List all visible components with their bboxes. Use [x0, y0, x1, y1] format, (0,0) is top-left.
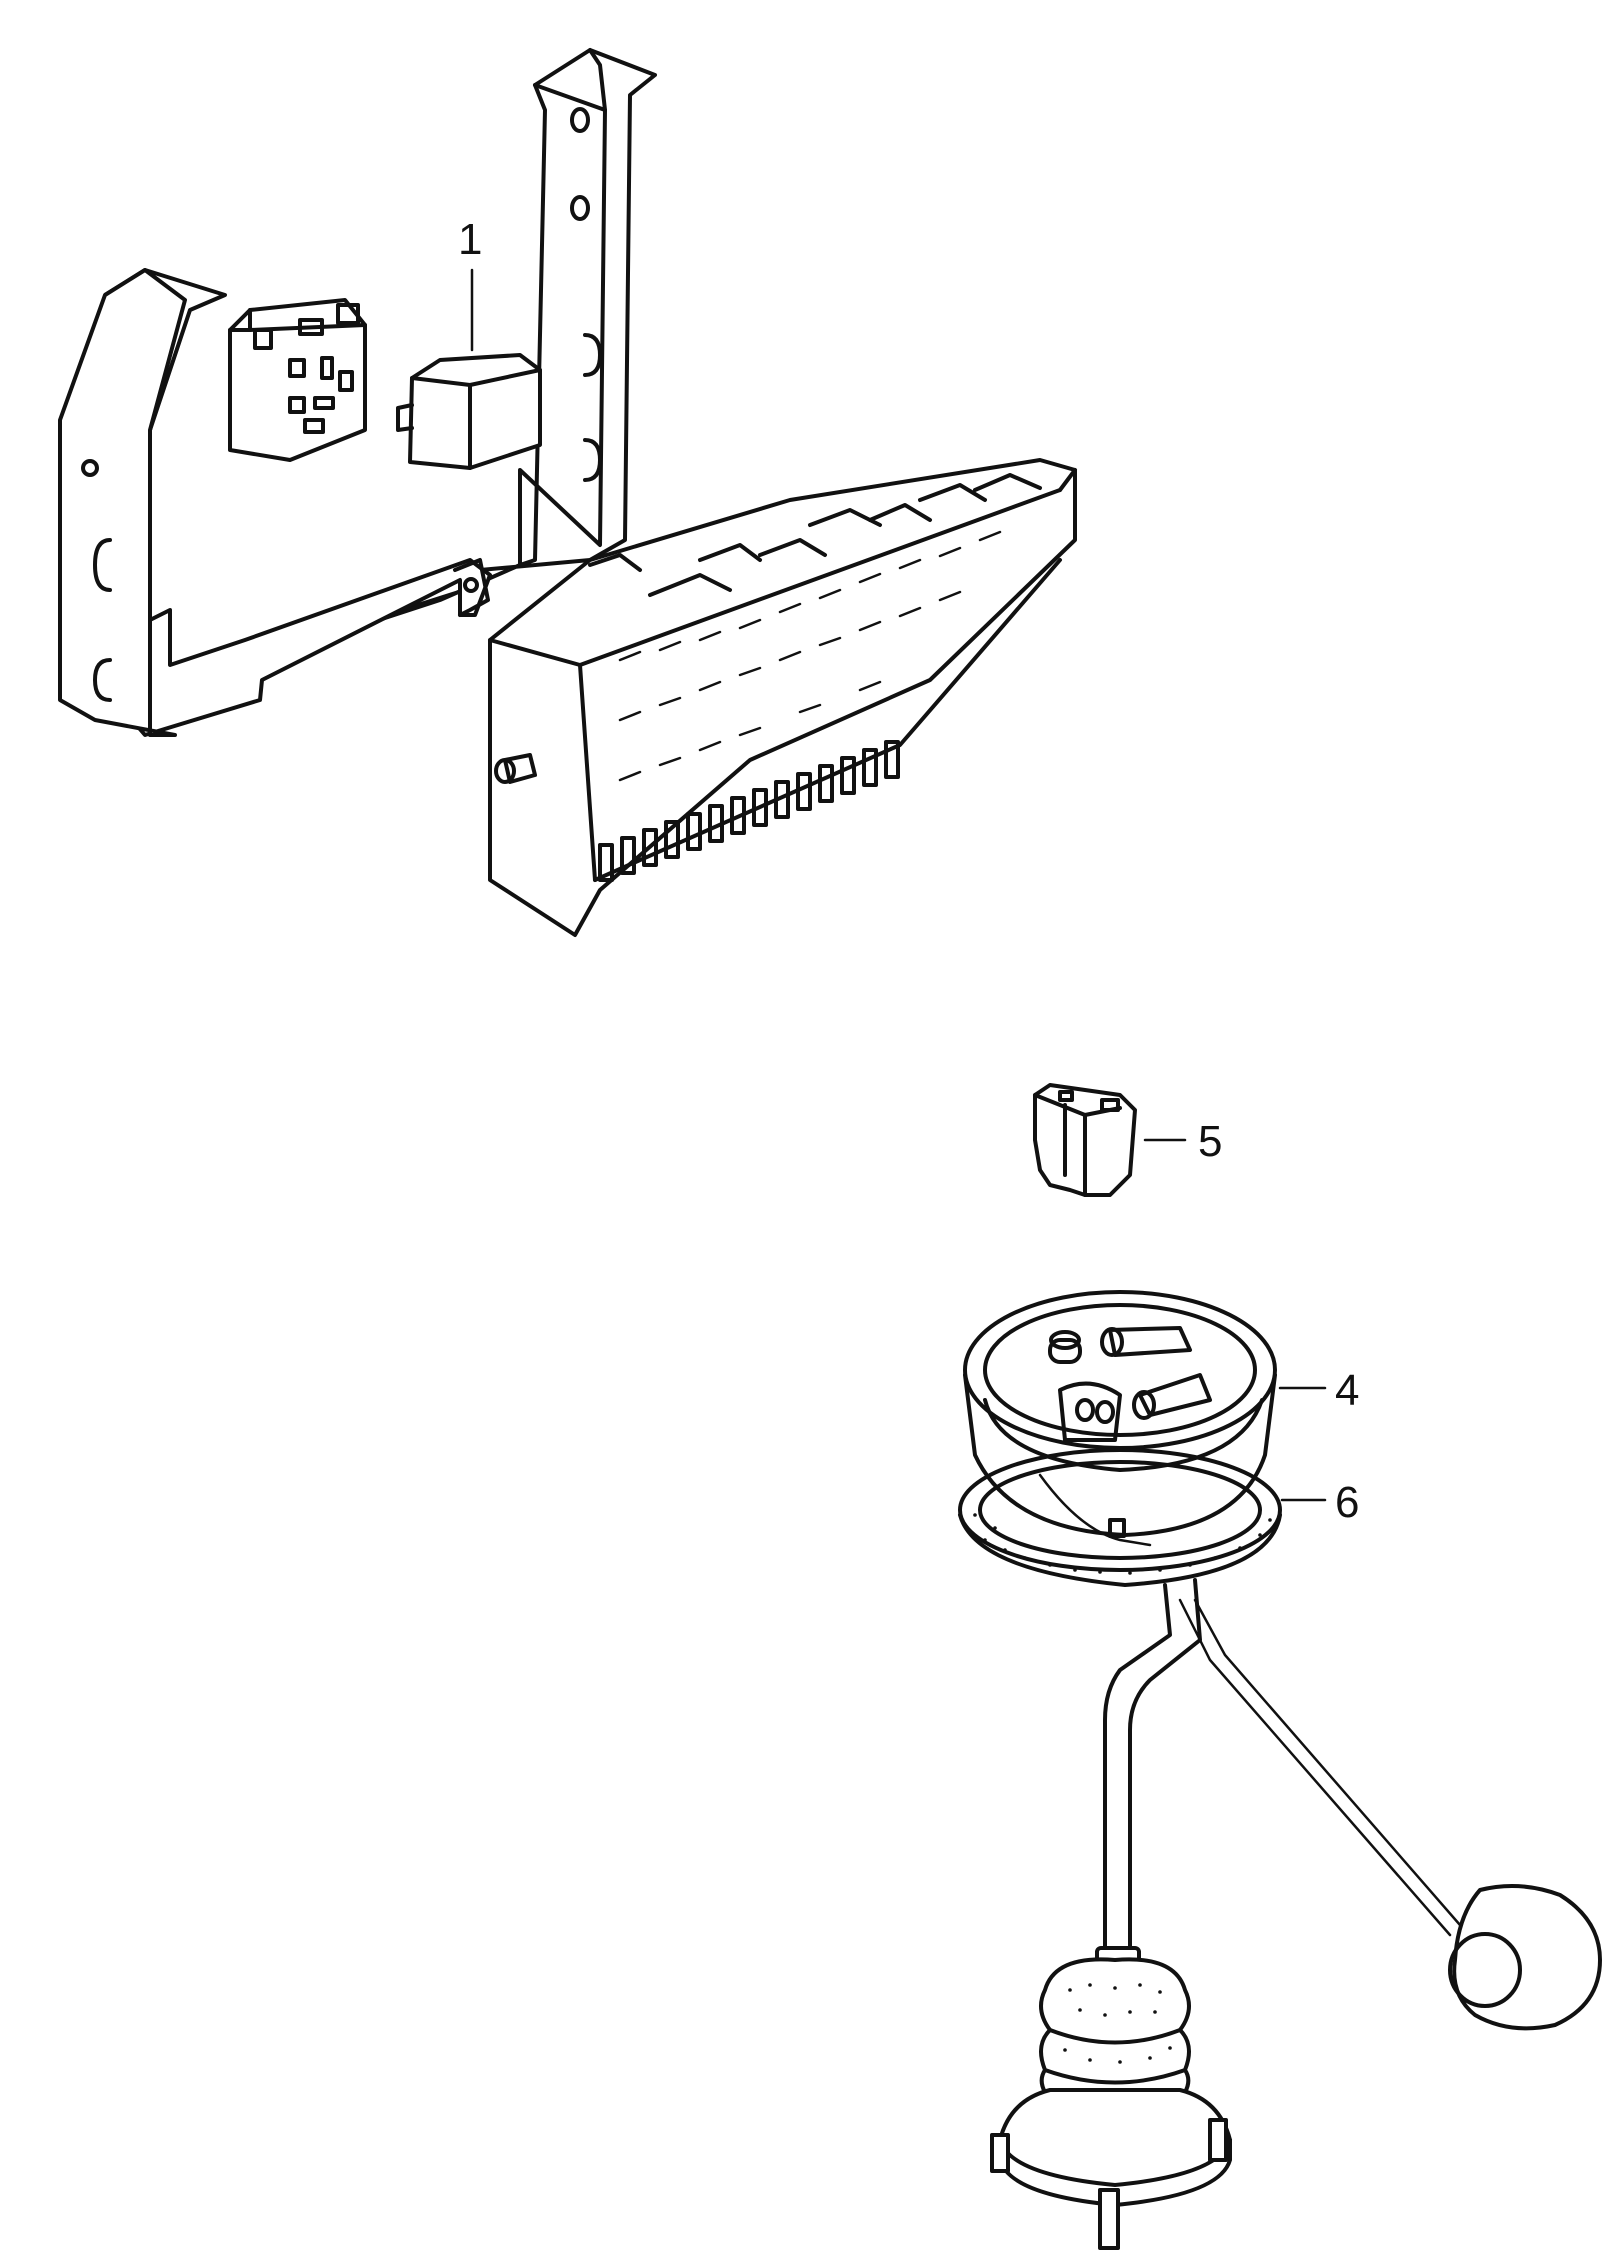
fuse-relay-carrier: [488, 458, 1077, 937]
mounting-bracket-front: [58, 268, 492, 737]
callout-label-6: 6: [1335, 1478, 1359, 1527]
callout-4: 4: [1278, 1366, 1359, 1415]
fuel-pickup-tube: [1103, 1578, 1202, 1952]
callout-6: 6: [1280, 1478, 1359, 1527]
float-arm: [1178, 1598, 1462, 1937]
fuel-sender-flange-item-4: [963, 1290, 1277, 1537]
float: [1448, 1884, 1602, 2031]
callout-label-5: 5: [1198, 1117, 1222, 1166]
callout-5: 5: [1143, 1117, 1222, 1166]
callout-label-1: 1: [458, 215, 482, 264]
carrier-terminal-row: [598, 740, 900, 882]
flange-connector-pipes: [1048, 1326, 1212, 1442]
relay-socket: [228, 298, 367, 462]
strainer-base: [990, 2088, 1232, 2250]
callout-1: 1: [458, 215, 482, 352]
relay-item-1: [396, 353, 542, 470]
carrier-relay-slots: [588, 473, 1042, 782]
seal-ring-item-6: [958, 1448, 1282, 1587]
callout-label-4: 4: [1335, 1366, 1359, 1415]
seal-ring-texture: [973, 1513, 1272, 1575]
fuse-item-5: [1033, 1083, 1137, 1197]
